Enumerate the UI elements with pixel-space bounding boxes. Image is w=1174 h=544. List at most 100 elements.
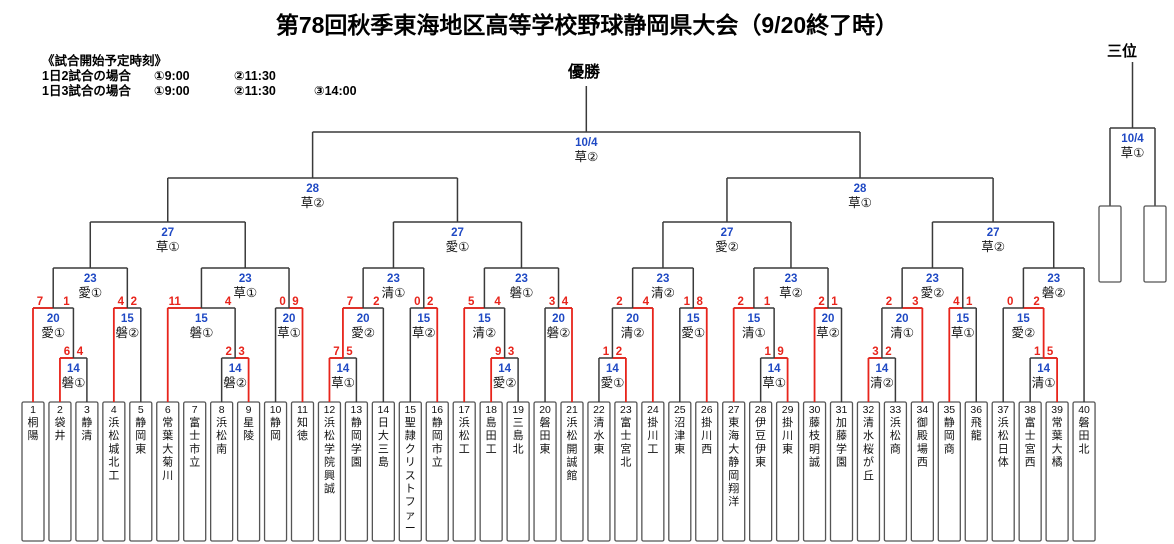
team-name-char: ァ [405,508,416,521]
match-date: 23 [239,273,252,285]
match-venue: 清② [621,325,645,340]
match-date: 23 [1047,273,1060,285]
team-name-char: 川 [782,429,793,442]
team-name-char: 松 [108,428,119,442]
match-date: 14 [606,363,619,375]
team-number: 3 [84,404,90,416]
match-venue: 清① [742,325,766,340]
match-venue: 草① [331,375,355,390]
match-date: 27 [451,227,464,239]
match-venue: 草① [277,325,301,340]
team-name-char: 日 [378,416,389,429]
team-name-char: 院 [324,455,335,469]
team-name-char: 龍 [971,428,982,442]
team-name-char: 翔 [728,481,739,495]
match-date: 23 [515,273,528,285]
team-number: 11 [297,404,308,416]
team-box[interactable] [183,401,207,542]
match-score-right: 3 [912,296,918,308]
match-venue: 磐① [190,325,214,340]
team-name-char: 島 [513,428,524,442]
team-name-char: 田 [540,429,551,442]
team-name-char: 体 [998,455,1009,469]
team-name-char: 水 [863,429,874,442]
team-name-char: 水 [593,429,604,442]
team-name-char: 常 [1052,416,1063,429]
team-name-char: 橘 [1052,456,1063,469]
match-date: 20 [283,313,296,325]
team-name-char: 井 [54,428,65,442]
match-score-right: 4 [643,296,650,308]
team-number: 16 [431,404,443,416]
match-score-left: 0 [414,296,420,308]
team-name-char: 三 [378,442,389,455]
team-name-char: 松 [567,428,578,442]
match-score-left: 1 [764,346,771,358]
team-name-char: 学 [351,441,362,455]
team-name-char: 立 [432,455,443,469]
team-name-char: 岡 [270,429,281,442]
third-slot-box-right[interactable] [1143,205,1167,283]
match-score-left: 1 [1034,346,1041,358]
legend-row-1-slot-1: ②11:30 [234,84,276,98]
team-name-char: 掛 [782,415,793,429]
team-number: 37 [997,404,1009,416]
team-name-char: 川 [162,469,173,482]
team-name-char: 商 [944,441,955,455]
team-number: 22 [593,404,605,416]
match-date: 23 [926,273,939,285]
team-name-char: 東 [674,442,685,455]
team-name-char: 隷 [405,429,416,442]
match-date: 23 [84,273,97,285]
team-number: 20 [539,404,551,416]
legend-heading: 《試合開始予定時刻》 [42,54,168,68]
match-score-right: 8 [697,296,704,308]
match-score-right: 4 [494,296,501,308]
team-name-char: 松 [459,428,470,442]
match-venue: 草① [762,375,786,390]
team-name-char: 北 [1079,442,1090,455]
team-name-char: 工 [459,442,470,455]
team-name-char: 田 [1079,429,1090,442]
team-name-char: 沼 [674,415,685,429]
match-score-left: 0 [1007,296,1013,308]
match-score-right: 2 [373,296,379,308]
team-name-char: 大 [728,441,739,455]
match-score-right: 2 [427,296,433,308]
team-number: 6 [165,404,171,416]
match-venue: 磐① [510,285,534,300]
match-date: 14 [498,363,511,375]
match-venue: 磐① [62,375,86,390]
team-name-char: 海 [728,428,739,442]
team-name-char: 静 [944,415,955,429]
third-slot-box-left[interactable] [1098,205,1122,283]
match-date: 15 [1017,313,1030,325]
match-score-left: 4 [118,296,125,308]
match-venue: 愛① [41,325,65,340]
team-name-char: 岡 [135,429,146,442]
match-venue: 磐② [547,325,571,340]
team-name-char: 田 [486,429,497,442]
team-name-char: 誠 [809,456,820,469]
match-venue: 清① [382,285,406,300]
team-name-char: 工 [647,442,658,455]
match-date: 20 [47,313,60,325]
match-score-left: 3 [549,296,555,308]
team-number: 31 [836,404,848,416]
team-name-char: 誠 [567,456,578,469]
match-venue: 草② [574,149,598,164]
team-name-char: 松 [324,428,335,442]
team-name-char: 学 [324,441,335,455]
match-date: 14 [67,363,80,375]
team-number: 8 [219,404,225,416]
team-name-char: 岡 [351,429,362,442]
team-name-char: 豆 [755,429,766,442]
team-number: 18 [485,404,497,416]
team-name-char: 富 [189,415,200,429]
team-name-char: 立 [189,455,200,469]
match-score-left: 2 [225,346,231,358]
match-venue: 草② [301,195,325,210]
